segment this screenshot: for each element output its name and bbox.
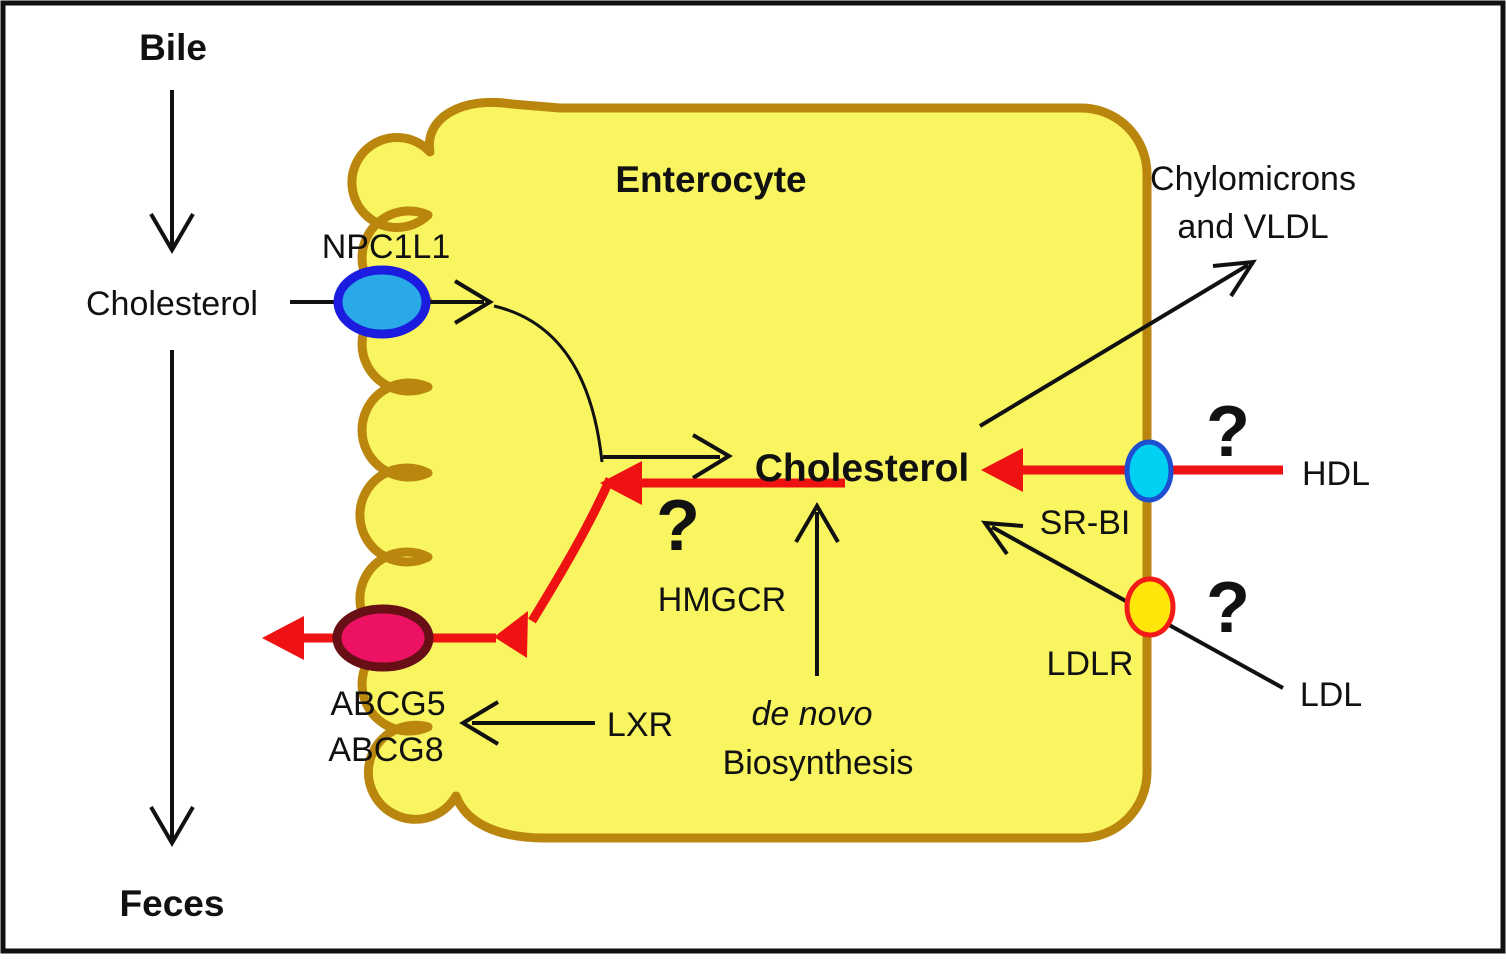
entry-arrowhead-icon — [453, 279, 494, 325]
hdl-label: HDL — [1302, 455, 1370, 493]
feces-label: Feces — [120, 883, 225, 924]
ldl-label: LDL — [1300, 676, 1362, 714]
biosynthesis-arrowhead-icon — [794, 502, 840, 544]
abcg5-abcg8-transporter — [332, 604, 434, 672]
chylomicrons-label-line1: Chylomicrons — [1150, 160, 1356, 198]
biosynthesis-label: Biosynthesis — [723, 744, 914, 782]
cholesterol-lumen-label: Cholesterol — [86, 285, 258, 323]
enterocyte-cell — [347, 97, 1152, 843]
enterocyte-label: Enterocyte — [615, 159, 806, 200]
abcg-curve-arrowhead-icon — [494, 611, 528, 658]
npc1l1-label: NPC1L1 — [322, 228, 451, 266]
ldlr-label: LDLR — [1047, 645, 1134, 683]
de-novo-label: de novo — [752, 695, 873, 733]
export-arrowhead-icon — [262, 616, 304, 660]
bile-arrowhead-icon — [149, 212, 195, 254]
lxr-arrowhead-icon — [459, 700, 500, 746]
question-mark-hdl: ? — [1206, 392, 1250, 472]
feces-arrowhead-icon — [149, 805, 195, 847]
hdl-arrowhead-icon — [981, 448, 1023, 492]
question-mark-efflux: ? — [656, 486, 700, 566]
ldlr-receptor — [1124, 576, 1176, 638]
bile-label: Bile — [139, 27, 207, 68]
srbi-label: SR-BI — [1040, 504, 1131, 542]
cholesterol-cell-label: Cholesterol — [755, 447, 970, 490]
lxr-label: LXR — [607, 706, 673, 744]
efflux-to-abcg-curve — [528, 477, 615, 624]
abcg5-label: ABCG5 — [330, 685, 445, 723]
ldl-arrowhead-icon — [980, 520, 1024, 556]
hmgcr-label: HMGCR — [658, 581, 786, 619]
question-mark-ldl: ? — [1206, 568, 1250, 648]
npc1l1-transporter — [333, 265, 431, 339]
chylomicrons-label-line2: and VLDL — [1177, 208, 1328, 246]
entry-to-junction-curve — [493, 304, 604, 463]
srbi-receptor — [1124, 439, 1174, 503]
efflux-arrowhead-icon — [600, 461, 642, 505]
cholesterol-to-chylomicrons-arrow — [978, 263, 1250, 428]
abcg8-label: ABCG8 — [328, 731, 443, 769]
chylomicrons-arrowhead-icon — [1212, 259, 1257, 298]
junction-arrowhead-icon — [691, 433, 733, 480]
